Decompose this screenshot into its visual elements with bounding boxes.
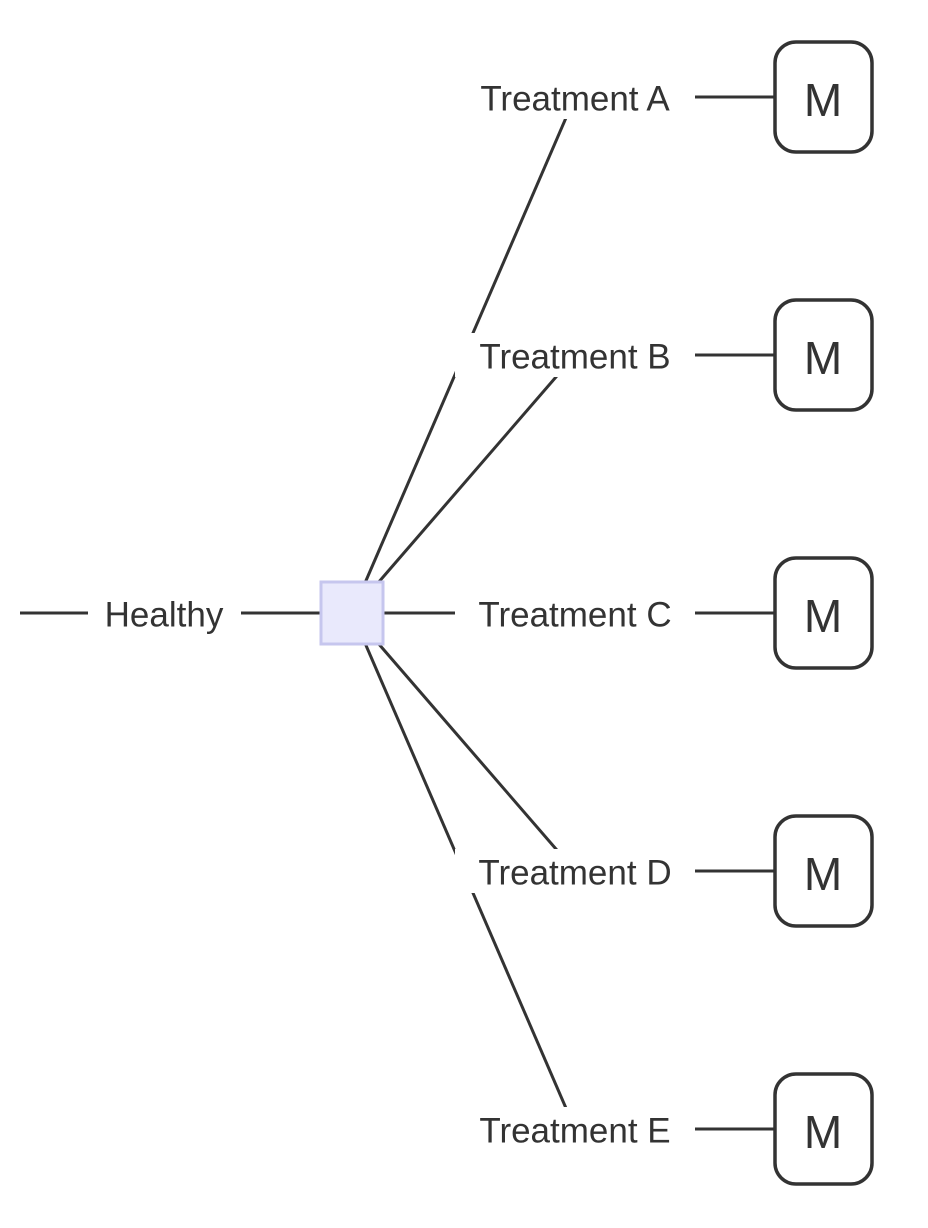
edge-treatment-b-left xyxy=(350,354,577,614)
outcome-label-b: M xyxy=(804,332,842,384)
outcome-label-d: M xyxy=(804,848,842,900)
outcome-node-c: M xyxy=(773,556,874,670)
outcome-node-e: M xyxy=(773,1072,874,1186)
edge-treatment-d-left xyxy=(350,612,577,872)
treatment-a-label: Treatment A xyxy=(480,80,670,119)
outcome-box-b xyxy=(773,298,874,412)
outcome-node-d: M xyxy=(773,814,874,928)
treatment-c-label-bg xyxy=(455,591,695,635)
treatment-a-label-bg xyxy=(455,75,695,119)
edge-labels: Healthy Treatment A Treatment B Treatmen… xyxy=(88,75,695,1151)
outcome-label-c: M xyxy=(804,590,842,642)
treatment-c-label: Treatment C xyxy=(478,596,671,635)
decision-node xyxy=(319,580,385,646)
treatment-b-label: Treatment B xyxy=(479,338,670,377)
treatment-a-edge-label: Treatment A xyxy=(455,75,695,119)
treatment-d-label-bg xyxy=(455,849,695,893)
outcome-node-b: M xyxy=(773,298,874,412)
treatment-e-label: Treatment E xyxy=(479,1112,670,1151)
healthy-label-bg xyxy=(88,591,241,635)
outcome-label-a: M xyxy=(804,74,842,126)
treatment-e-edge-label: Treatment E xyxy=(455,1107,695,1151)
outcome-label-e: M xyxy=(804,1106,842,1158)
healthy-label: Healthy xyxy=(105,596,224,635)
outcome-box-a xyxy=(773,40,874,154)
outcome-box-e xyxy=(773,1072,874,1186)
treatment-d-label: Treatment D xyxy=(478,854,671,893)
treatment-b-edge-label: Treatment B xyxy=(455,333,695,377)
outcome-box-c xyxy=(773,556,874,670)
outcome-nodes: M M M M M xyxy=(773,40,874,1186)
healthy-edge-label: Healthy xyxy=(88,591,241,635)
treatment-b-label-bg xyxy=(455,333,695,377)
treatment-c-edge-label: Treatment C xyxy=(455,591,695,635)
treatment-d-edge-label: Treatment D xyxy=(455,849,695,893)
treatment-e-label-bg xyxy=(455,1107,695,1151)
outcome-node-a: M xyxy=(773,40,874,154)
outcome-box-d xyxy=(773,814,874,928)
